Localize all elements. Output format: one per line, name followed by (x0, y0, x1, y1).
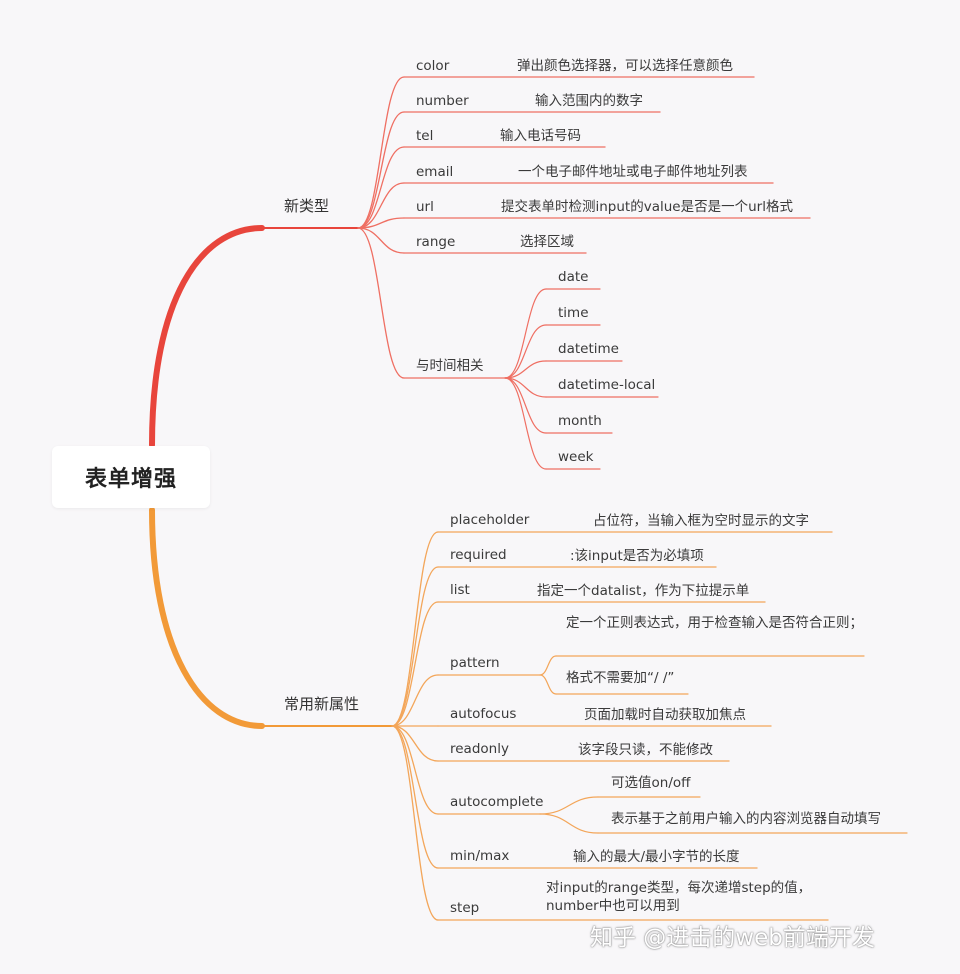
attr-note-list-0: 指定一个datalist，作为下拉提示单 (537, 583, 750, 599)
attr-label-required: required (450, 547, 507, 563)
branch-label-new-types: 新类型 (284, 197, 330, 215)
time-item-time: time (558, 305, 589, 321)
type-label-range: range (416, 234, 456, 250)
connector-time-related (357, 227, 405, 379)
attr-label-min-max: min/max (450, 848, 510, 864)
time-item-datetime-local: datetime-local (558, 377, 656, 393)
attr-label-readonly: readonly (450, 741, 509, 757)
attr-label-list: list (450, 582, 470, 598)
attr-note-pattern-0: 定一个正则表达式，用于检查输入是否符合正则； (566, 615, 863, 631)
connector-type-range (357, 227, 405, 254)
type-label-url: url (416, 199, 434, 215)
connector-attr-readonly (391, 725, 439, 762)
attr-note-min-max-0: 输入的最大/最小字节的长度 (573, 849, 740, 865)
type-note-url: 提交表单时检测input的value是否是一个url格式 (501, 199, 793, 215)
root-node[interactable]: 表单增强 (52, 446, 210, 508)
attr-label-autofocus: autofocus (450, 706, 517, 722)
attr-note-autocomplete-1: 表示基于之前用户输入的内容浏览器自动填写 (611, 811, 881, 827)
root-to-branch-new-attrs (149, 507, 265, 729)
type-note-email: 一个电子邮件地址或电子邮件地址列表 (518, 164, 748, 180)
branch-label-new-attrs: 常用新属性 (284, 695, 360, 713)
connector-type-url (357, 217, 405, 229)
attr-label-pattern: pattern (450, 655, 500, 671)
type-label-tel: tel (416, 128, 434, 144)
attr-note-autocomplete-0: 可选值on/off (611, 775, 691, 791)
connector-time-datetime (504, 360, 547, 379)
attr-label-autocomplete: autocomplete (450, 794, 544, 810)
type-note-number: 输入范围内的数字 (535, 93, 643, 109)
connector-time-time (504, 324, 547, 379)
root-to-branch-new-types (149, 225, 265, 448)
root-label: 表单增强 (84, 467, 177, 492)
attr-note-autofocus-0: 页面加载时自动获取加焦点 (584, 707, 746, 723)
time-item-datetime: datetime (558, 341, 619, 357)
type-label-color: color (416, 58, 450, 74)
connector-note-pattern-1 (539, 674, 557, 695)
connector-note-autocomplete-1 (539, 813, 599, 834)
connector-time-date (504, 288, 547, 379)
connector-attr-min/max (391, 725, 439, 869)
connector-attr-pattern (391, 674, 439, 727)
time-item-date: date (558, 269, 589, 285)
connector-note-autocomplete-0 (539, 796, 599, 815)
attr-label-step: step (450, 900, 480, 916)
connector-attr-placeholder (391, 531, 439, 727)
connector-type-number (357, 111, 405, 229)
time-item-week: week (558, 449, 594, 465)
attr-note-pattern-1: 格式不需要加“/ /” (566, 670, 675, 686)
time-related-label: 与时间相关 (416, 358, 484, 374)
type-note-range: 选择区域 (520, 234, 574, 250)
connector-note-pattern-0 (539, 655, 557, 676)
attr-note-required-0: :该input是否为必填项 (570, 548, 704, 564)
connector-attr-step (391, 725, 439, 921)
connector-time-month (504, 377, 547, 434)
connector-type-tel (357, 146, 405, 229)
connector-attr-autocomplete (391, 725, 439, 815)
connector-time-week (504, 377, 547, 470)
attr-note-placeholder-0: 占位符，当输入框为空时显示的文字 (593, 513, 809, 529)
attr-label-placeholder: placeholder (450, 512, 530, 528)
attr-note-step-0: 对input的range类型，每次递增step的值，number中也可以用到 (546, 880, 812, 914)
attr-note-readonly-0: 该字段只读，不能修改 (578, 742, 713, 758)
watermark: 知乎 @进击的web前端开发 (590, 925, 875, 951)
connector-attr-list (391, 601, 439, 727)
connector-attr-required (391, 566, 439, 727)
type-note-color: 弹出颜色选择器，可以选择任意颜色 (517, 58, 733, 74)
connector-type-color (357, 76, 405, 229)
type-note-tel: 输入电话号码 (500, 128, 581, 144)
time-item-month: month (558, 413, 602, 429)
type-label-email: email (416, 164, 454, 180)
connector-type-email (357, 182, 405, 229)
type-label-number: number (416, 93, 469, 109)
